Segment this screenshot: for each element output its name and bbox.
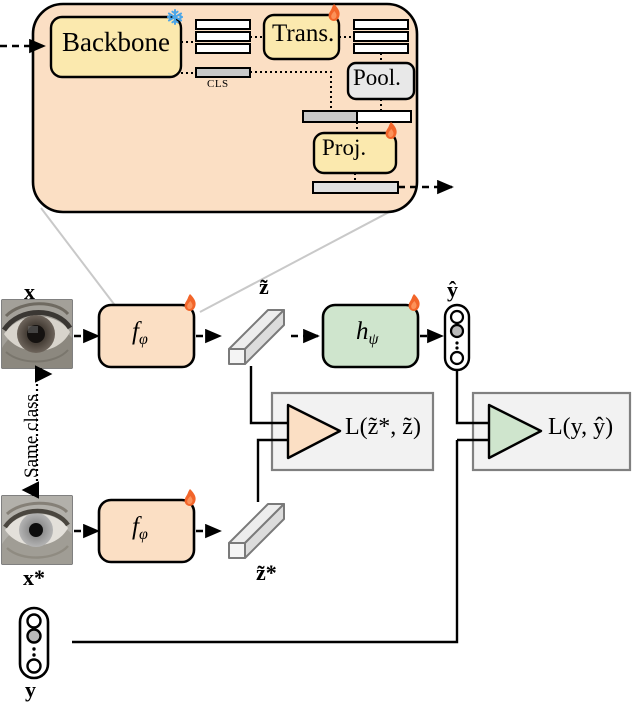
trans-label: Trans. bbox=[272, 20, 335, 47]
y-vector bbox=[18, 606, 50, 680]
flame-icon-head bbox=[408, 294, 420, 311]
encoder-top-sub: φ bbox=[138, 331, 148, 348]
patch-token-stack-right bbox=[353, 19, 409, 54]
embedding-loss-wires bbox=[249, 366, 289, 502]
callout-lines bbox=[40, 207, 394, 313]
same-class-label: Same class bbox=[21, 394, 42, 478]
ztilde-label: z̃ bbox=[259, 274, 269, 299]
backbone-label: Backbone bbox=[62, 27, 170, 57]
classification-loss-label: L(y, ŷ) bbox=[548, 414, 614, 440]
head-block bbox=[321, 303, 420, 369]
encoder-top-block bbox=[97, 303, 196, 369]
classification-loss-box bbox=[471, 391, 632, 472]
proj-label: Proj. bbox=[322, 135, 367, 160]
encoder-bottom-block bbox=[97, 498, 196, 564]
yhat-label: ŷ bbox=[447, 277, 458, 302]
classification-loss-wires bbox=[72, 370, 490, 644]
pool-label: Pool. bbox=[353, 65, 401, 90]
cls-caption: CLS bbox=[207, 78, 229, 90]
input-image-x-star bbox=[1, 495, 73, 565]
encoder-bottom-fn: f bbox=[132, 513, 139, 540]
backbone-block bbox=[49, 15, 183, 79]
snowflake-icon bbox=[167, 9, 183, 25]
input-image-x bbox=[1, 299, 73, 369]
cls-token bbox=[195, 67, 251, 78]
flame-icon-trans bbox=[328, 4, 340, 21]
flame-icon-proj bbox=[385, 122, 397, 139]
head-label: hψ bbox=[356, 318, 378, 349]
flame-icon-encoder-top bbox=[184, 294, 196, 311]
head-sub: ψ bbox=[368, 331, 379, 348]
embedding-prism-ztilde-star bbox=[228, 503, 285, 559]
input-label-x-star: x* bbox=[23, 565, 45, 590]
head-fn: h bbox=[356, 318, 369, 345]
panel-output-bar bbox=[312, 181, 399, 194]
flame-icon-encoder-bottom bbox=[184, 489, 196, 506]
embedding-prism-ztilde bbox=[228, 309, 285, 365]
yhat-vector bbox=[443, 303, 471, 372]
y-label: y bbox=[25, 677, 36, 702]
embedding-loss-label: L(z̃*, z̃) bbox=[345, 414, 421, 440]
concat-bar bbox=[302, 110, 412, 123]
encoder-top-label: fφ bbox=[132, 318, 148, 349]
encoder-top-fn: f bbox=[132, 318, 139, 345]
embedding-loss-box bbox=[270, 391, 435, 472]
patch-token-stack-left bbox=[195, 19, 251, 54]
encoder-bottom-sub: φ bbox=[138, 526, 148, 543]
input-label-x: x bbox=[24, 279, 35, 304]
cls-to-concat-connector bbox=[250, 71, 332, 111]
ztilde-star-label: z̃* bbox=[256, 560, 277, 585]
encoder-bottom-label: fφ bbox=[132, 513, 148, 544]
